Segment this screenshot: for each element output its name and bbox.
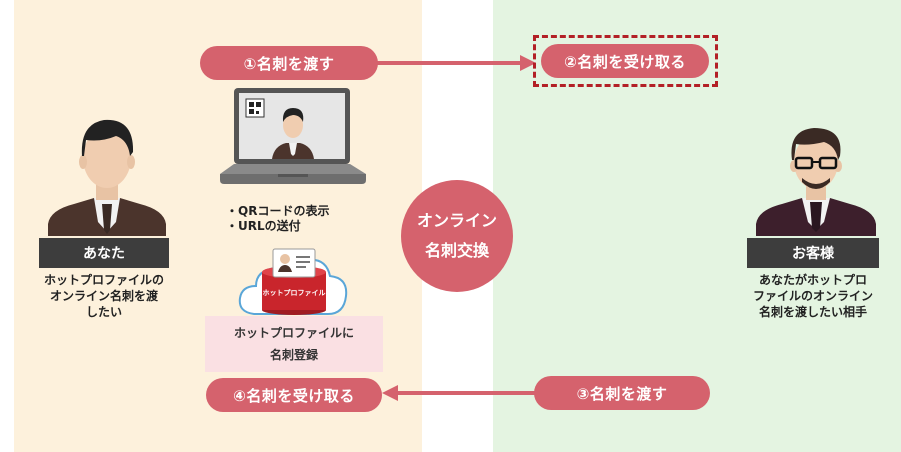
- customer-desc-line-1: あなたがホットプロ: [758, 273, 867, 287]
- you-desc-line-3: したい: [85, 305, 122, 319]
- business-card-icon: [272, 248, 316, 278]
- online-exchange-circle: オンライン 名刺交換: [401, 180, 513, 292]
- you-desc-line-2: オンライン名刺を渡: [49, 289, 158, 303]
- registration-line-2: 名刺登録: [269, 348, 318, 362]
- person-you-icon: [48, 119, 166, 236]
- step2-pill: ②名刺を受け取る: [541, 44, 709, 78]
- center-line-2: 名刺交換: [424, 241, 489, 260]
- customer-description: あなたがホットプロ ファイルのオンライン 名刺を渡したい相手: [739, 272, 887, 320]
- registration-box: ホットプロファイルに 名刺登録: [205, 316, 383, 372]
- you-description: ホットプロファイルの オンライン名刺を渡 したい: [34, 272, 174, 320]
- person-customer-icon: [756, 128, 876, 236]
- you-desc-line-1: ホットプロファイルの: [43, 273, 164, 287]
- customer-desc-line-2: ファイルのオンライン: [752, 289, 873, 303]
- arrow-step3-to-step4: [382, 385, 548, 401]
- you-label: あなた: [39, 238, 169, 268]
- note-url: ・URLの送付: [226, 219, 301, 233]
- arrow-step1-to-step2: [370, 55, 536, 71]
- laptop-icon: [220, 88, 366, 184]
- cloud-logo-text: ホットプロファイル: [263, 288, 326, 297]
- customer-label: お客様: [747, 238, 879, 268]
- customer-desc-line-3: 名刺を渡したい相手: [758, 305, 867, 319]
- step3-pill: ③名刺を渡す: [534, 376, 710, 410]
- center-line-1: オンライン: [416, 211, 497, 230]
- step4-pill: ④名刺を受け取る: [206, 378, 382, 412]
- note-qr: ・QRコードの表示: [226, 204, 330, 218]
- laptop-notes: ・QRコードの表示 ・URLの送付: [226, 204, 329, 234]
- step2-highlight-box: [533, 35, 718, 87]
- step1-pill: ①名刺を渡す: [200, 46, 378, 80]
- registration-line-1: ホットプロファイルに: [233, 326, 354, 340]
